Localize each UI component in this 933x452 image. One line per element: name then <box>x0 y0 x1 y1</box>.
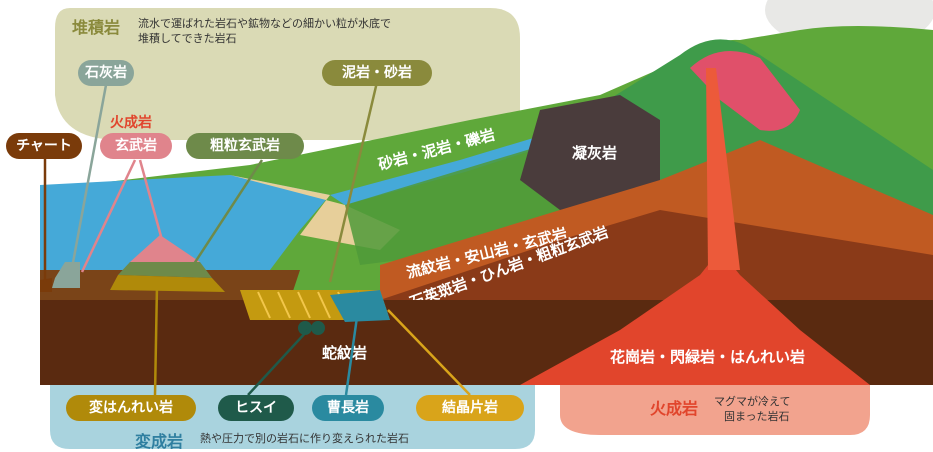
volcano-peak-rim <box>690 50 800 131</box>
metagabbro-label: 変はんれい岩 <box>66 395 196 421</box>
magma-conduit <box>706 68 740 270</box>
metamorphic-title: 変成岩 <box>135 432 184 451</box>
sedimentary-zone <box>55 8 520 140</box>
magma-chamber <box>520 250 870 385</box>
basalt-pile <box>130 235 200 262</box>
metagabbro-pile <box>110 275 225 292</box>
jadeite-nodule-2 <box>311 321 325 335</box>
dolerite-label: 粗粒玄武岩 <box>186 133 304 159</box>
sedimentary-desc-line1: 流水で運ばれた岩石や鉱物などの細かい粒が水底で <box>138 17 391 30</box>
limestone-mound <box>52 262 80 288</box>
mudstone-sandstone-label: 泥岩・砂岩 <box>322 60 432 86</box>
igneous-desc-line1: マグマが冷えて <box>714 395 791 408</box>
albitite-label: 曹長岩 <box>312 395 384 421</box>
igneous-desc-line2: 固まった岩石 <box>724 410 790 423</box>
sea-water <box>40 175 330 270</box>
leader-lines <box>43 81 471 396</box>
igneous-small-title: 火成岩 <box>110 115 152 131</box>
jadeite-nodule-1 <box>298 321 312 335</box>
albitite-body <box>330 290 390 322</box>
schist-label: 結晶片岩 <box>416 395 524 421</box>
river <box>330 130 570 205</box>
metamorphic-desc: 熱や圧力で別の岩石に作り変えられた岩石 <box>200 432 409 445</box>
chert-label: チャート <box>6 133 82 159</box>
sedimentary-title: 堆積岩 <box>72 18 121 37</box>
sedimentary-desc-line2: 堆積してできた岩石 <box>138 32 237 45</box>
tuff-label: 凝灰岩 <box>572 144 617 162</box>
basalt-label: 玄武岩 <box>100 133 172 159</box>
chert-layer <box>40 278 52 292</box>
jadeite-label: ヒスイ <box>218 395 294 421</box>
tuff-layer <box>520 95 660 210</box>
limestone-label: 石灰岩 <box>78 60 134 86</box>
plutonic-rocks-label: 花崗岩・閃緑岩・はんれい岩 <box>610 348 805 366</box>
serpentinite-label: 蛇紋岩 <box>322 344 367 362</box>
igneous-title: 火成岩 <box>650 399 699 418</box>
dolerite-pile <box>118 262 212 278</box>
